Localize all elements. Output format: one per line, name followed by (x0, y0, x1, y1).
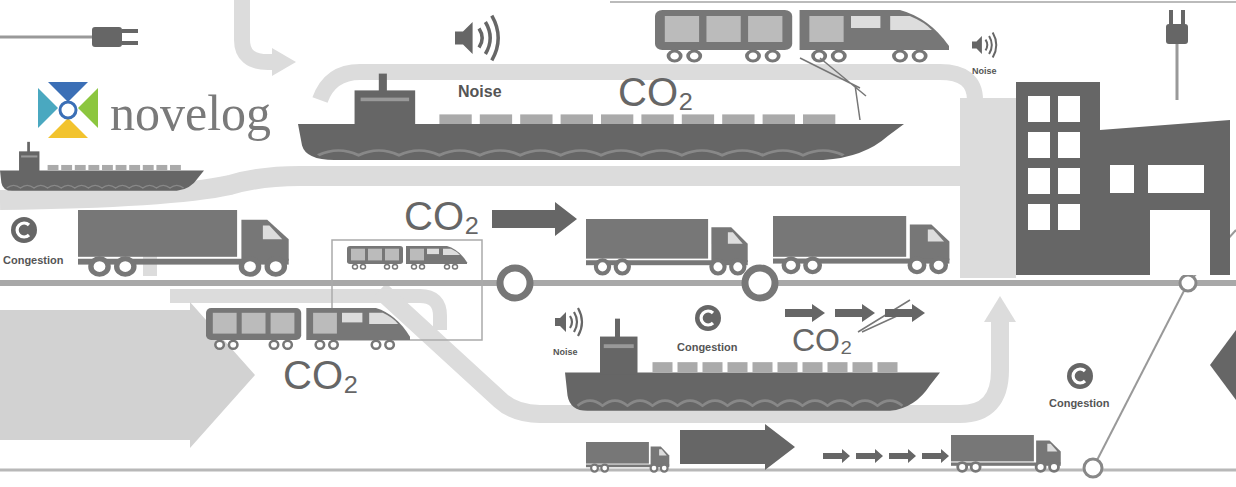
congestion-label: Congestion (1049, 398, 1110, 409)
noise-label: Noise (458, 84, 502, 100)
emission-label: CO₂ (618, 72, 694, 112)
congestion-label: Congestion (677, 342, 738, 353)
noise-label: Noise (972, 67, 997, 76)
emission-label: CO₂ (792, 324, 852, 356)
emission-label: CO₂ (404, 196, 480, 236)
congestion-label: Congestion (3, 255, 64, 266)
noise-label: Noise (553, 348, 578, 357)
logo-text: novelog (110, 88, 271, 138)
emission-label: CO₂ (283, 355, 359, 395)
